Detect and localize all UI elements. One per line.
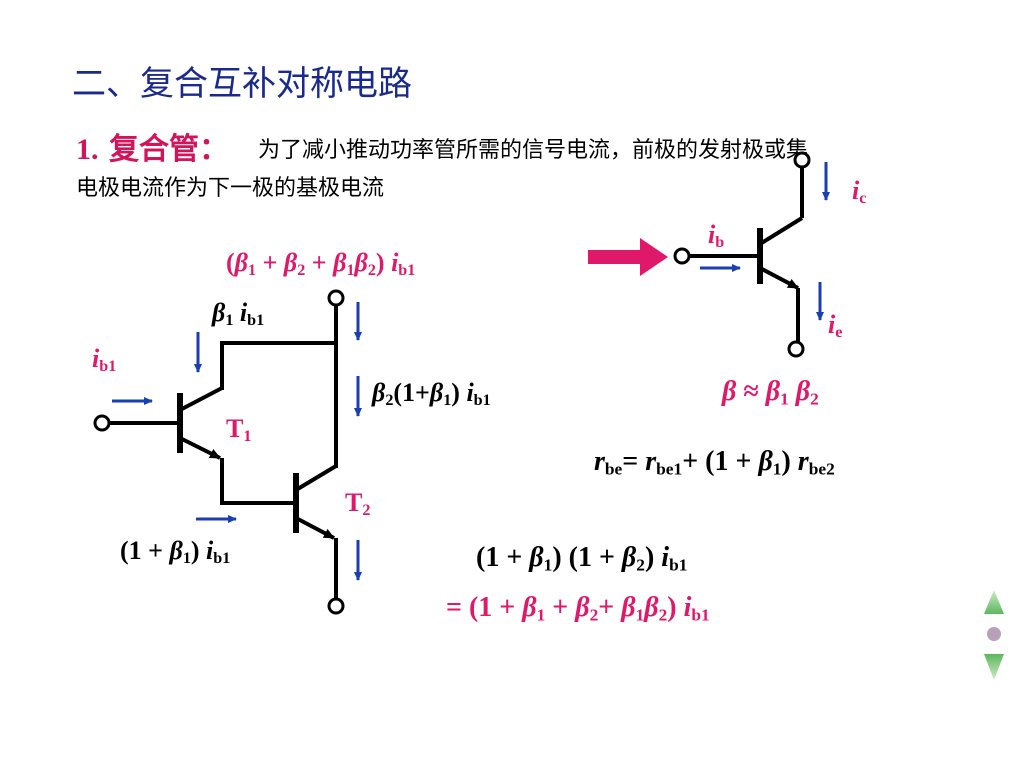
label-bottom-left: (1 + β1) ib1 [120, 536, 231, 568]
description-line1: 为了减小推动功率管所需的信号电流，前极的发射极或集 [258, 138, 809, 163]
label-sum-formula: = (1 + β1 + β2+ β1β2) ib1 [446, 592, 710, 625]
page-title: 二、复合互补对称电路 [72, 64, 412, 104]
big-arrow-icon [588, 238, 668, 276]
label-ib1-input: ib1 [92, 344, 117, 376]
darlington-wiring [110, 303, 338, 600]
label-t2: T2 [345, 488, 371, 520]
label-beta1-ib1: β1 ib1 [212, 298, 265, 330]
label-product-formula: (1 + β1) (1 + β2) ib1 [476, 542, 688, 575]
triangle-up-icon[interactable] [984, 590, 1004, 614]
label-top-total: (β1 + β2 + β1β2) ib1 [226, 248, 416, 280]
current-arrows [112, 302, 362, 581]
label-t1: T1 [226, 414, 252, 446]
label-beta2-term: β2(1+β1) ib1 [372, 378, 491, 410]
description-line2: 电极电流作为下一极的基极电流 [76, 176, 385, 201]
section-heading: 1. 复合管： [76, 124, 229, 168]
slide-nav [984, 590, 1004, 680]
transistor-t1 [177, 386, 223, 460]
terminal-circles [93, 289, 345, 615]
section-heading-text: 复合管： [108, 132, 229, 167]
triangle-down-icon[interactable] [984, 654, 1004, 680]
section-number: 1. [76, 133, 99, 166]
equivalent-terminals [673, 151, 811, 358]
circle-icon[interactable] [987, 627, 1001, 641]
equivalent-current-arrows [700, 162, 830, 321]
terminal-emitter [327, 597, 345, 615]
label-ic: ic [852, 176, 867, 208]
equivalent-transistor [688, 168, 804, 342]
transistor-t2 [293, 464, 338, 540]
label-beta-approx: β ≈ β1 β2 [722, 376, 819, 409]
label-ie: ie [828, 310, 843, 342]
label-rbe-formula: rbe= rbe1+ (1 + β1) rbe2 [594, 446, 835, 479]
terminal-base-in [93, 414, 111, 432]
label-ib: ib [708, 220, 725, 252]
terminal-collector [327, 289, 345, 307]
